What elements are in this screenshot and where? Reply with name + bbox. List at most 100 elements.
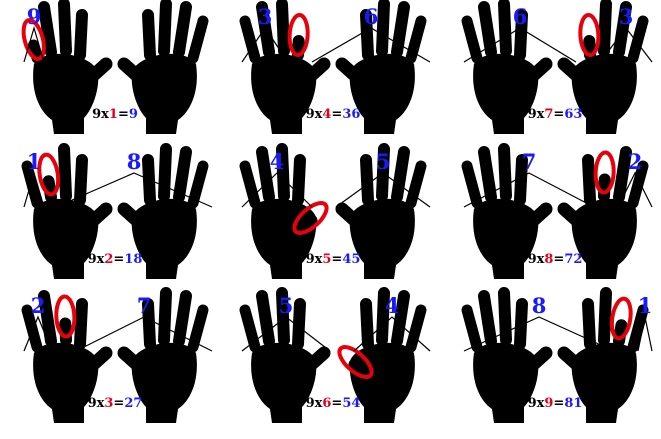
left-count-label: 2 [31, 293, 46, 318]
equation: 9x8=72 [528, 252, 583, 267]
right-hand-icon [557, 0, 649, 134]
left-count-bracket: 9 [23, 4, 45, 63]
equation-n: 8 [544, 252, 553, 267]
equation-times: x [537, 396, 545, 411]
left-count-bracket: 2 [23, 293, 53, 352]
right-count-label: 3 [619, 4, 634, 29]
left-count-bracket: 7 [463, 149, 595, 208]
folded-finger-ring-icon [21, 18, 46, 61]
left-count-bracket: 3 [241, 4, 289, 63]
equation-multiplier: 9 [528, 396, 537, 411]
left-count-label: 9 [27, 4, 42, 29]
left-hand-icon [239, 0, 331, 134]
equation-multiplier: 9 [88, 252, 97, 267]
equation-multiplier: 9 [88, 396, 97, 411]
equation-multiplier: 9 [306, 252, 315, 267]
equation: 9x2=18 [88, 252, 143, 267]
equation: 9x1=9 [92, 107, 138, 122]
equation-result: 72 [564, 252, 582, 267]
equation-times: x [97, 252, 105, 267]
equation-times: x [315, 396, 323, 411]
right-count-label: 1 [638, 293, 653, 318]
left-count-bracket: 6 [463, 4, 577, 63]
equation-equals: = [118, 107, 129, 122]
folded-finger-ring-icon [578, 13, 601, 57]
equation-result: 18 [124, 252, 142, 267]
left-count-label: 1 [27, 149, 42, 174]
equation-result: 9 [129, 107, 138, 122]
equation-times: x [101, 107, 109, 122]
folded-finger-ring-icon [292, 201, 329, 235]
right-count-label: 4 [385, 293, 400, 318]
equation: 9x7=63 [528, 107, 583, 122]
right-hand-icon [335, 143, 427, 279]
equation-equals: = [331, 396, 342, 411]
equation-equals: = [553, 252, 564, 267]
equation-n: 7 [544, 107, 553, 122]
equation: 9x3=27 [88, 396, 143, 411]
right-count-label: 8 [127, 149, 142, 174]
equation-equals: = [113, 396, 124, 411]
folded-finger-ring-icon [609, 296, 633, 341]
equation-equals: = [553, 396, 564, 411]
left-count-label: 7 [522, 149, 537, 174]
equation-multiplier: 9 [92, 107, 101, 122]
right-count-bracket: 1 [637, 293, 653, 352]
equation-n: 3 [104, 396, 113, 411]
equation-times: x [537, 252, 545, 267]
folded-finger-ring-icon [593, 150, 616, 195]
right-count-bracket: 8 [55, 149, 213, 208]
left-count-label: 8 [532, 293, 547, 318]
right-count-label: 5 [376, 149, 391, 174]
equation-equals: = [113, 252, 124, 267]
folded-finger-ring-icon [337, 345, 374, 379]
equation-multiplier: 9 [306, 396, 315, 411]
equation-times: x [537, 107, 545, 122]
right-count-label: 6 [364, 4, 379, 29]
right-count-label: 2 [628, 149, 643, 174]
left-hand-icon [461, 0, 553, 134]
equation-result: 36 [342, 107, 360, 122]
equation-result: 63 [564, 107, 582, 122]
equation-result: 81 [564, 396, 582, 411]
equation-times: x [97, 396, 105, 411]
equation-equals: = [331, 252, 342, 267]
right-count-label: 7 [137, 293, 152, 318]
equation: 9x9=81 [528, 396, 583, 411]
equation-equals: = [331, 107, 342, 122]
left-hand-icon [239, 287, 331, 423]
left-count-bracket: 8 [463, 293, 615, 352]
equation-multiplier: 9 [528, 107, 537, 122]
left-count-label: 3 [258, 4, 273, 29]
right-count-bracket: 3 [599, 4, 653, 63]
equation-multiplier: 9 [528, 252, 537, 267]
left-count-bracket: 4 [241, 149, 313, 208]
equation-multiplier: 9 [306, 107, 315, 122]
equation-times: x [315, 107, 323, 122]
panel: 2 7 9x3=27 [21, 287, 213, 423]
left-count-label: 4 [270, 149, 285, 174]
right-hand-icon [117, 287, 209, 423]
equation-n: 9 [544, 396, 553, 411]
left-count-label: 5 [279, 293, 294, 318]
panel: 5 4 9x6=54 [239, 287, 431, 423]
equation-n: 4 [322, 107, 331, 122]
left-count-bracket: 1 [23, 149, 45, 208]
left-count-label: 6 [513, 4, 528, 29]
right-count-bracket: 2 [617, 149, 653, 208]
right-count-bracket: 4 [353, 293, 431, 352]
right-count-bracket: 6 [311, 4, 431, 63]
equation-n: 1 [109, 107, 118, 122]
equation: 9x6=54 [306, 396, 361, 411]
left-count-bracket: 5 [241, 293, 331, 352]
folded-finger-ring-icon [37, 152, 61, 197]
right-hand-icon [117, 0, 209, 134]
equation-equals: = [553, 107, 564, 122]
